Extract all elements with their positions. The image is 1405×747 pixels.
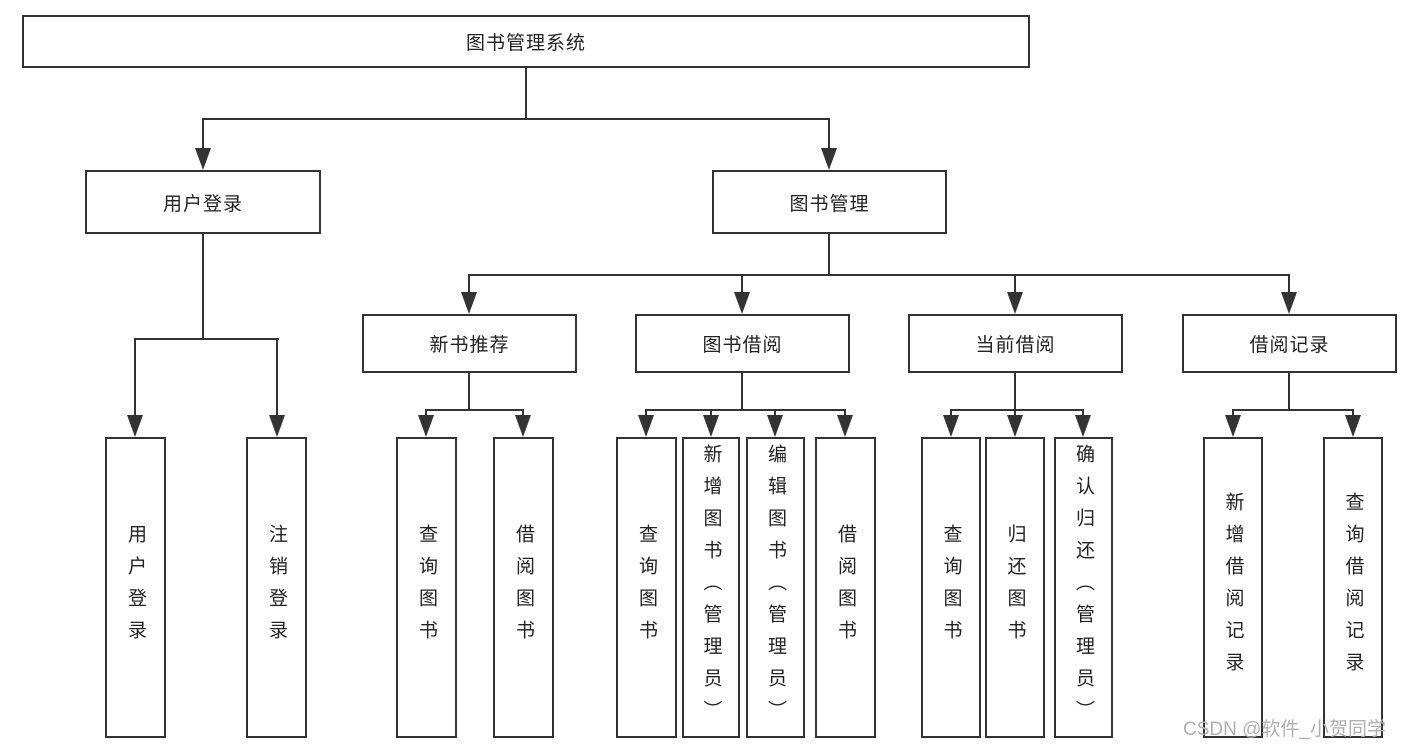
node-nbr-query-books-label: 查询图书 <box>416 523 437 652</box>
arrowhead-down-icon <box>703 415 719 437</box>
node-bb-borrow-books: 借阅图书 <box>815 437 876 738</box>
connector-line <box>522 409 524 417</box>
arrowhead-down-icon <box>195 148 211 170</box>
connector-line <box>774 409 776 417</box>
connector-line <box>1014 409 1016 417</box>
node-cb-query-books-label: 查询图书 <box>940 523 962 652</box>
arrowhead-down-icon <box>1075 415 1091 437</box>
connector-line <box>468 373 470 409</box>
node-user-login-group: 用户登录 <box>85 170 321 234</box>
connector-line <box>202 118 204 150</box>
node-new-book-recommend: 新书推荐 <box>362 314 577 373</box>
node-cb-return-books-label: 归还图书 <box>1004 523 1026 652</box>
arrowhead-down-icon <box>461 292 477 314</box>
node-br-add-record: 新增借阅记录 <box>1203 437 1263 738</box>
node-bb-add-books-admin-label: 新增图书（管理员） <box>700 443 722 732</box>
node-library-system: 图书管理系统 <box>22 15 1030 68</box>
connector-line <box>950 409 952 417</box>
node-br-query-record-label: 查询借阅记录 <box>1342 491 1364 684</box>
node-bb-borrow-books-label: 借阅图书 <box>835 523 856 652</box>
node-logout-login-label: 注销登录 <box>266 523 287 652</box>
node-bb-edit-books-admin-label: 编辑图书（管理员） <box>765 443 786 732</box>
arrowhead-down-icon <box>127 415 143 437</box>
node-book-borrowing-label: 图书借阅 <box>702 335 783 356</box>
arrowhead-down-icon <box>734 292 750 314</box>
arrowhead-down-icon <box>943 415 959 437</box>
arrowhead-down-icon <box>837 415 853 437</box>
node-user-login-label: 用户登录 <box>125 523 146 652</box>
node-new-book-recommend-label: 新书推荐 <box>429 335 510 356</box>
connector-line <box>425 409 427 417</box>
connector-line <box>1014 373 1016 409</box>
node-br-add-record-label: 新增借阅记录 <box>1222 491 1244 684</box>
arrowhead-down-icon <box>418 415 434 437</box>
connector-line <box>950 409 1084 411</box>
arrowhead-down-icon <box>1225 415 1241 437</box>
node-cb-confirm-return-admin-label: 确认归还（管理员） <box>1073 443 1094 732</box>
connector-line <box>134 338 279 340</box>
arrowhead-down-icon <box>638 415 654 437</box>
connector-line <box>1288 373 1290 409</box>
node-bb-edit-books-admin: 编辑图书（管理员） <box>746 437 805 738</box>
connector-line <box>645 409 846 411</box>
node-bb-add-books-admin: 新增图书（管理员） <box>682 437 740 738</box>
arrowhead-down-icon <box>269 415 285 437</box>
arrowhead-down-icon <box>767 415 783 437</box>
arrowhead-down-icon <box>1007 292 1023 314</box>
node-borrowing-records-label: 借阅记录 <box>1249 335 1330 356</box>
node-nbr-query-books: 查询图书 <box>396 437 457 738</box>
connector-line <box>468 274 1290 276</box>
node-cb-query-books: 查询图书 <box>921 437 981 738</box>
node-book-management-label: 图书管理 <box>789 193 870 215</box>
arrowhead-down-icon <box>821 148 837 170</box>
arrowhead-down-icon <box>515 415 531 437</box>
connector-line <box>1232 409 1353 411</box>
connector-line <box>1082 409 1084 417</box>
node-book-management: 图书管理 <box>712 170 947 234</box>
connector-line <box>828 118 830 150</box>
connector-line <box>828 234 830 274</box>
connector-line <box>645 409 647 417</box>
connector-line <box>1352 409 1354 417</box>
node-current-borrowing-label: 当前借阅 <box>975 335 1056 356</box>
connector-line <box>134 338 136 417</box>
node-bb-query-books: 查询图书 <box>616 437 677 738</box>
connector-line <box>202 118 830 120</box>
connector-line <box>276 338 278 417</box>
arrowhead-down-icon <box>1345 415 1361 437</box>
node-current-borrowing: 当前借阅 <box>908 314 1123 373</box>
connector-line <box>468 274 470 294</box>
connector-line <box>844 409 846 417</box>
connector-line <box>525 68 527 118</box>
connector-line <box>741 274 743 294</box>
connector-line <box>1288 274 1290 294</box>
node-nbr-borrow-books-label: 借阅图书 <box>513 523 534 652</box>
connector-line <box>425 409 524 411</box>
node-bb-query-books-label: 查询图书 <box>636 523 657 652</box>
node-logout-login: 注销登录 <box>246 437 307 738</box>
node-library-system-label: 图书管理系统 <box>465 33 586 54</box>
node-borrowing-records: 借阅记录 <box>1182 314 1397 373</box>
node-book-borrowing: 图书借阅 <box>635 314 850 373</box>
connector-line <box>741 373 743 409</box>
connector-line <box>1014 274 1016 294</box>
node-nbr-borrow-books: 借阅图书 <box>493 437 554 738</box>
connector-line <box>710 409 712 417</box>
node-user-login: 用户登录 <box>105 437 166 738</box>
node-cb-return-books: 归还图书 <box>985 437 1045 738</box>
arrowhead-down-icon <box>1007 415 1023 437</box>
node-user-login-group-label: 用户登录 <box>162 193 243 215</box>
node-cb-confirm-return-admin: 确认归还（管理员） <box>1054 437 1113 738</box>
node-br-query-record: 查询借阅记录 <box>1323 437 1383 738</box>
watermark: CSDN @软件_小贺同学 <box>1183 719 1386 740</box>
connector-line <box>1232 409 1234 417</box>
connector-line <box>202 234 204 338</box>
arrowhead-down-icon <box>1281 292 1297 314</box>
